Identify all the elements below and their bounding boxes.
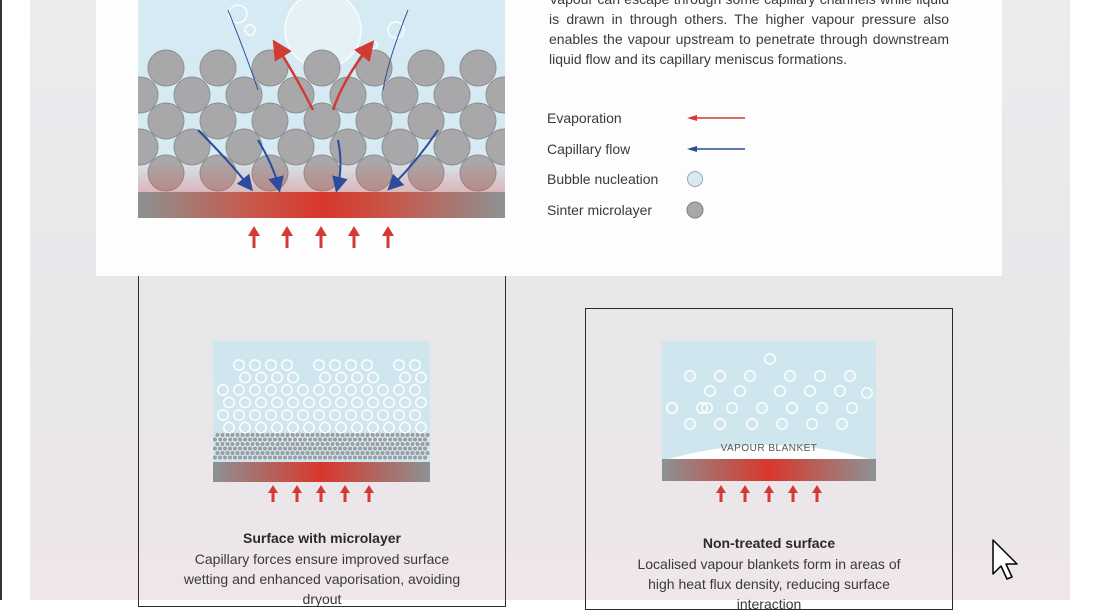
sinter-particle: [407, 49, 445, 87]
sinter-particle: [459, 49, 497, 87]
sinter-particle: [251, 102, 289, 140]
panel-title: Surface with microlayer: [243, 530, 401, 546]
legend-item-bubble-nucleation: Bubble nucleation: [547, 169, 767, 200]
vapour-blanket: [662, 445, 876, 461]
legend-item-sinter-microlayer: Sinter microlayer: [547, 200, 767, 231]
evaporation-arrows: [272, 39, 375, 111]
sinter-particle: [459, 102, 497, 140]
legend-label: Capillary flow: [547, 140, 631, 157]
window-edge: [0, 0, 2, 600]
sinter-particle: [355, 102, 393, 140]
sinter-particle: [381, 128, 419, 166]
sinter-particle: [433, 76, 471, 114]
heat-arrows: [716, 485, 822, 502]
sinter-particle: [277, 76, 315, 114]
sinter-particle: [199, 49, 237, 87]
heated-substrate: [138, 192, 505, 218]
sinter-particle: [485, 76, 505, 114]
panel-description: Localised vapour blankets form in areas …: [637, 556, 901, 612]
sinter-particle: [329, 128, 367, 166]
bubble-field: [666, 353, 873, 430]
microlayer-illustration: [213, 341, 430, 482]
description-text: Vapour can escape through some capillary…: [549, 0, 949, 67]
heat-arrows: [248, 226, 394, 248]
legend-label: Evaporation: [547, 110, 622, 126]
vapour-blanket-label: VAPOUR BLANKET: [720, 443, 818, 454]
legend-item-capillary-flow: Capillary flow: [547, 139, 767, 170]
sinter-particle: [329, 76, 367, 114]
panel-title: Non-treated surface: [702, 535, 836, 551]
sinter-particle: [407, 102, 445, 140]
bubble-circle-icon: [687, 171, 703, 187]
microlayer-particles: [213, 433, 430, 460]
sinter-particle: [225, 76, 263, 114]
vapour-bubbles: [228, 0, 405, 69]
sinter-particle: [277, 128, 315, 166]
capillary-flow-arrows: [197, 9, 439, 193]
sinter-particle: [173, 76, 211, 114]
sinter-particle: [147, 102, 185, 140]
legend-label: Sinter microlayer: [547, 201, 653, 218]
evaporation-arrow-icon: [687, 115, 745, 121]
legend-label: Bubble nucleation: [547, 171, 659, 187]
vapour-blanket-illustration: [662, 341, 876, 481]
sinter-particle: [381, 76, 419, 114]
sinter-particle-icon: [686, 201, 704, 218]
sinter-particle: [225, 128, 263, 166]
panel-surface-with-microlayer: Surface with microlayer Capillary forces…: [138, 276, 506, 607]
capillary-flow-arrow-icon: [687, 145, 745, 152]
heat-arrows: [268, 485, 374, 502]
legend: Evaporation Capillary flow Bubble nuclea…: [547, 108, 767, 230]
sinter-particle: [433, 128, 471, 166]
legend-item-evaporation: Evaporation: [547, 108, 767, 139]
sinter-particle: [303, 102, 341, 140]
sinter-particle: [173, 128, 211, 166]
sinter-microlayer-illustration: [138, 0, 505, 248]
sinter-particle: [303, 49, 341, 87]
heated-substrate: [213, 462, 430, 482]
sinter-particle: [199, 102, 237, 140]
sinter-particle: [138, 76, 159, 114]
panel-non-treated-surface: VAPOUR BLANKET Non-treated surface Local…: [585, 308, 953, 612]
mouse-pointer-icon: [992, 539, 1018, 580]
heated-substrate: [662, 459, 876, 481]
panel-description: Capillary forces ensure improved surface…: [183, 551, 461, 607]
sinter-particle: [147, 49, 185, 87]
